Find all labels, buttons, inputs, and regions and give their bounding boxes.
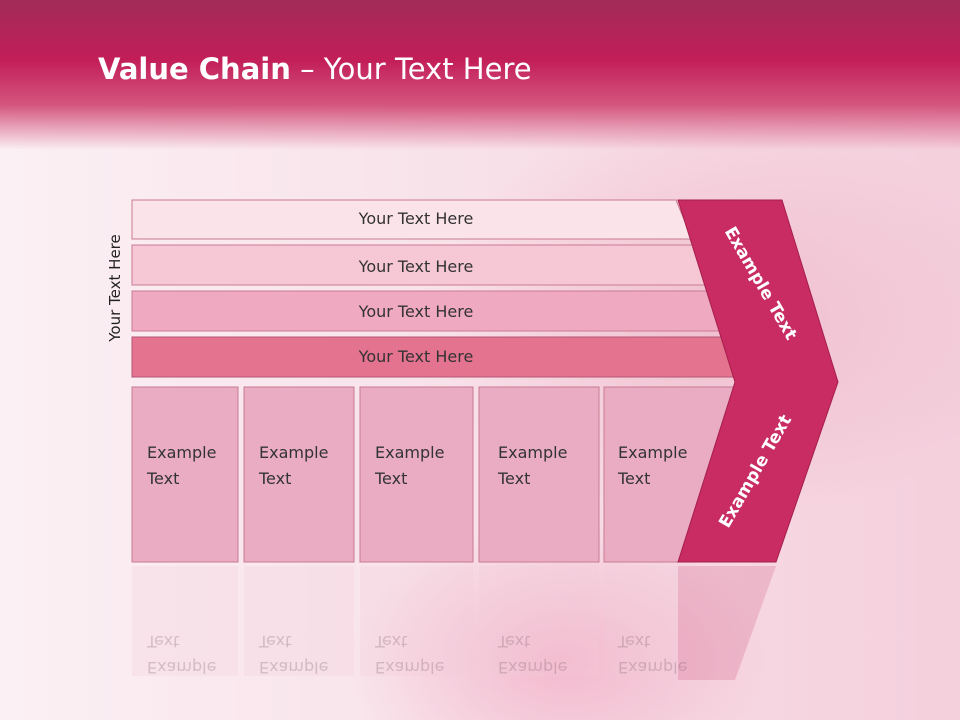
title-banner [0, 0, 960, 150]
column-3-reflection-line1: Example [375, 658, 445, 677]
column-4-reflection: Example Text [498, 628, 567, 680]
chevron-arrow [677, 199, 839, 563]
column-1-line1: Example [147, 443, 217, 462]
row-4-label: Your Text Here [358, 347, 474, 366]
column-3-reflection-line2: Text [375, 632, 408, 651]
column-3-box [359, 386, 474, 563]
row-2-label: Your Text Here [358, 257, 474, 276]
reflection [132, 566, 776, 680]
column-2-reflection-line1: Example [259, 658, 329, 677]
row-3-label: Your Text Here [358, 302, 474, 321]
column-1-line2: Text [147, 469, 180, 488]
column-5-line2: Text [618, 469, 651, 488]
column-3-reflection: Example Text [375, 628, 444, 680]
column-2-reflection-line2: Text [259, 632, 292, 651]
column-4-box [478, 386, 600, 563]
column-5-reflection-line2: Text [618, 632, 651, 651]
column-3-line1: Example [375, 443, 445, 462]
column-2-line1: Example [259, 443, 329, 462]
column-1-reflection: Example Text [147, 628, 216, 680]
column-4-reflection-line2: Text [498, 632, 531, 651]
column-5-reflection: Example Text [618, 628, 687, 680]
column-2-box [243, 386, 355, 563]
column-5-line1: Example [618, 443, 688, 462]
column-4-line2: Text [498, 469, 531, 488]
column-1-reflection-line2: Text [147, 632, 180, 651]
column-3-line2: Text [375, 469, 408, 488]
column-1-box [131, 386, 239, 563]
column-2-reflection: Example Text [259, 628, 328, 680]
column-5-reflection-line1: Example [618, 658, 688, 677]
slide-title-rest: – Your Text Here [290, 52, 532, 86]
column-4-reflection-line1: Example [498, 658, 568, 677]
slide-title-bold: Value Chain [98, 52, 291, 86]
row-1-label: Your Text Here [358, 209, 474, 228]
column-4-line1: Example [498, 443, 568, 462]
column-2-line2: Text [259, 469, 292, 488]
column-1-reflection-line1: Example [147, 658, 217, 677]
slide-title: Value Chain – Your Text Here [98, 52, 532, 86]
